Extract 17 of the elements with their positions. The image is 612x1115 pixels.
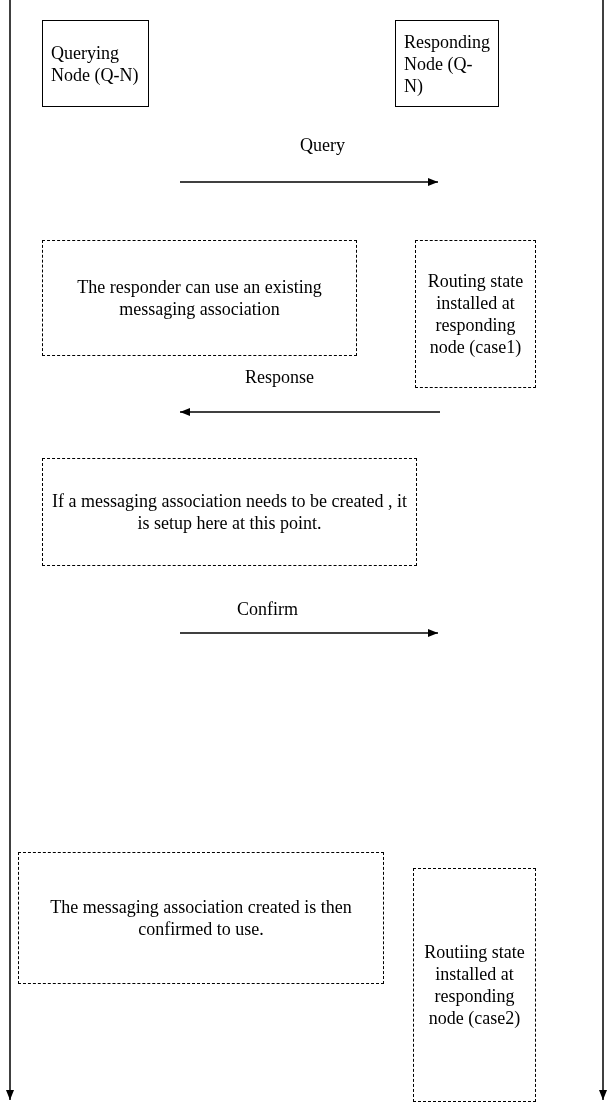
box-text: The messaging association created is then confirmed to use.: [49, 896, 353, 940]
box-text: Routiing state installed at responding node (case2): [423, 941, 526, 1029]
message-label: Response: [245, 366, 314, 388]
note-box: [413, 868, 536, 1102]
note-box: [18, 852, 384, 984]
message-label: Confirm: [237, 598, 298, 620]
box-text: The responder can use an existing messaging association: [76, 276, 323, 320]
box-text: Querying Node (Q-N): [51, 41, 140, 86]
message-label: Query: [300, 134, 345, 156]
box-text: If a messaging association needs to be created , it is setup here at this point.: [51, 490, 408, 534]
box-text: Routing state installed at responding node (case1): [426, 270, 525, 358]
process-box: [42, 20, 149, 107]
process-box: [395, 20, 499, 107]
note-box: [42, 458, 417, 566]
note-box: [415, 240, 536, 388]
box-text: Responding Node (Q-N): [404, 30, 490, 97]
note-box: [42, 240, 357, 356]
